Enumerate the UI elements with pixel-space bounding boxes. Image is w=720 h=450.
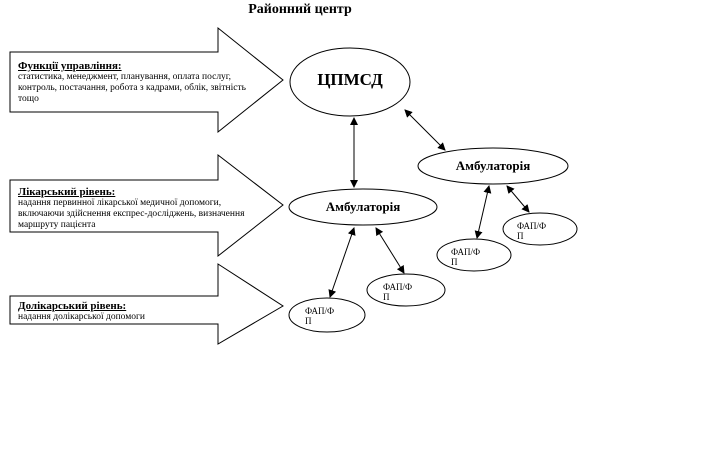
node-fap-3-ellipse: [436, 238, 512, 272]
management-heading: Функції управління:: [18, 60, 122, 72]
node-amb-left-label: Амбулаторія: [325, 199, 401, 214]
edge-amb-left-fap-1: [328, 227, 356, 298]
node-fap-2-label: ФАП/Ф П: [383, 282, 413, 302]
edge-amb-left-fap-2: [375, 227, 405, 274]
management-box: Функції управління: статистика, менеджме…: [18, 60, 250, 112]
medical-level-box: Лікарський рівень: надання первинної лік…: [18, 186, 254, 231]
node-fap-1-label: ФАП/Ф П: [305, 306, 335, 326]
node-center-label: ЦПМСД: [317, 70, 383, 89]
node-fap-2-ellipse: [366, 273, 446, 307]
edge-amb-right-fap-4: [506, 185, 530, 213]
node-fap-3-label: ФАП/Ф П: [451, 247, 481, 267]
node-amb-right-label: Амбулаторія: [455, 158, 531, 173]
premedical-level-heading: Долікарський рівень:: [18, 300, 127, 312]
node-fap-4-label: ФАП/Ф П: [517, 221, 547, 241]
node-amb-right-ellipse: [417, 147, 569, 185]
edge-amb-right-fap-3: [474, 185, 492, 239]
medical-level-text: надання первинної лікарської медичної до…: [18, 198, 245, 230]
node-center-ellipse: [289, 47, 411, 117]
node-fap-4-ellipse: [502, 212, 578, 246]
node-amb-left-ellipse: [288, 188, 438, 226]
premedical-level-text: надання долікарської допомоги: [18, 312, 145, 322]
arrow-premedical-level: [9, 263, 284, 345]
page-title: Районний центр: [248, 2, 352, 17]
arrow-management: [9, 26, 284, 134]
medical-level-heading: Лікарський рівень:: [18, 186, 116, 198]
node-fap-1-ellipse: [288, 297, 366, 333]
edge-center-amb-right: [404, 109, 446, 151]
arrow-medical-level: [9, 153, 284, 258]
premedical-level-box: Долікарський рівень: надання долікарсько…: [18, 300, 248, 324]
management-text: статистика, менеджмент, планування, опла…: [18, 72, 246, 104]
